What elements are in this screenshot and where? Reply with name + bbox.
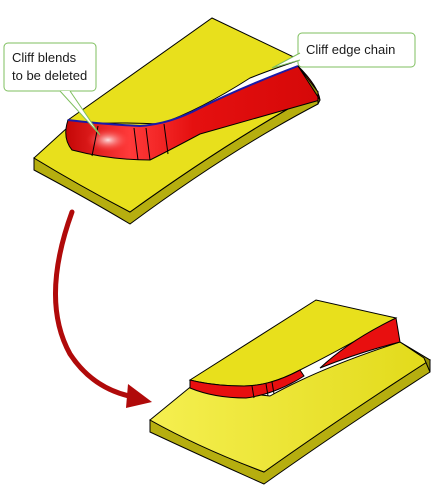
model-after [149, 299, 431, 485]
model-after-strip-seam [271, 381, 275, 395]
callout-cliff-edge-chain-pointer [271, 52, 301, 69]
model-before-blend-seam [163, 123, 169, 155]
model-before-cliff-edge-chain [67, 65, 299, 128]
transition-arrow-head [126, 384, 152, 408]
model-after-cliff-strip [189, 369, 305, 399]
callout-cliff-blends-line2: to be deleted [12, 68, 87, 83]
model-before-blend-seam [145, 127, 151, 161]
callout-cliff-blends-pointer [59, 90, 101, 136]
model-after-strip-seam [251, 385, 255, 399]
transition-arrow [53, 209, 143, 401]
model-after-right-cliff [319, 317, 401, 369]
model-after-right-side [399, 341, 431, 373]
model-before [33, 17, 321, 225]
model-before-right-side [297, 65, 321, 105]
callout-cliff-blends: Cliff blends to be deleted [3, 42, 101, 136]
model-after-strip-seam [265, 383, 269, 397]
model-before-blend-seam [133, 127, 139, 161]
callout-cliff-edge-chain: Cliff edge chain [271, 32, 416, 69]
model-before-plateau [66, 17, 302, 125]
callout-cliff-blends-line1: Cliff blends [12, 50, 77, 65]
model-before-blend-highlight [86, 128, 130, 152]
callout-cliff-edge-chain-box [297, 32, 416, 68]
callout-cliff-blends-box [3, 42, 97, 92]
callout-cliff-edge-chain-label: Cliff edge chain [306, 42, 395, 57]
